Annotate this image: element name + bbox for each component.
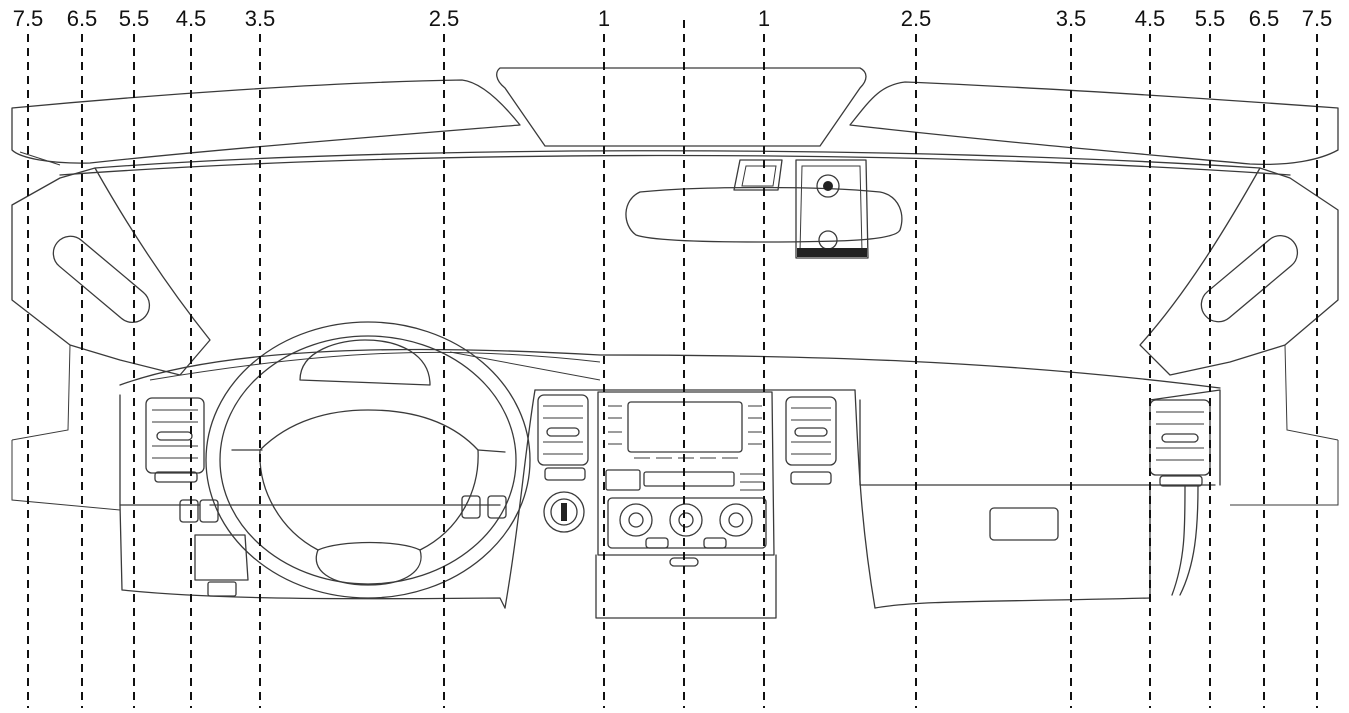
guide-label: 3.5	[244, 6, 276, 31]
glove-box-latch	[989, 507, 1059, 541]
right-pillar-handle	[1200, 234, 1299, 323]
guide-label: 7.5	[1301, 6, 1333, 31]
left-sun-visor	[11, 79, 521, 164]
right-sun-visor	[849, 81, 1339, 166]
guide-label: 1	[757, 6, 771, 31]
guide-label: 7.5	[12, 6, 44, 31]
guide-label: 2.5	[428, 6, 460, 31]
left-switch-2	[199, 499, 219, 523]
center-stack	[504, 389, 876, 619]
center-left-vent	[537, 394, 589, 481]
dashboard-top	[119, 348, 1221, 389]
right-a-pillar	[1139, 167, 1339, 376]
dash-camera	[795, 159, 869, 259]
guide-label: 4.5	[1134, 6, 1166, 31]
left-outer-vent	[145, 397, 205, 483]
guide-label: 5.5	[118, 6, 150, 31]
guide-label: 2.5	[900, 6, 932, 31]
guide-label: 5.5	[1194, 6, 1226, 31]
ignition-switch	[543, 491, 585, 533]
right-outer-vent	[1149, 399, 1211, 487]
center-right-vent	[785, 396, 837, 485]
left-switch-1	[179, 499, 199, 523]
right-switch-1	[461, 495, 481, 519]
guide-label: 3.5	[1055, 6, 1087, 31]
guide-label: 6.5	[1248, 6, 1280, 31]
steering-wheel	[205, 321, 531, 599]
overhead-console	[496, 67, 867, 147]
left-pillar-handle	[52, 235, 151, 324]
guide-label: 6.5	[66, 6, 98, 31]
right-switch-2	[487, 495, 507, 519]
guide-label: 4.5	[175, 6, 207, 31]
guide-label: 1	[597, 6, 611, 31]
